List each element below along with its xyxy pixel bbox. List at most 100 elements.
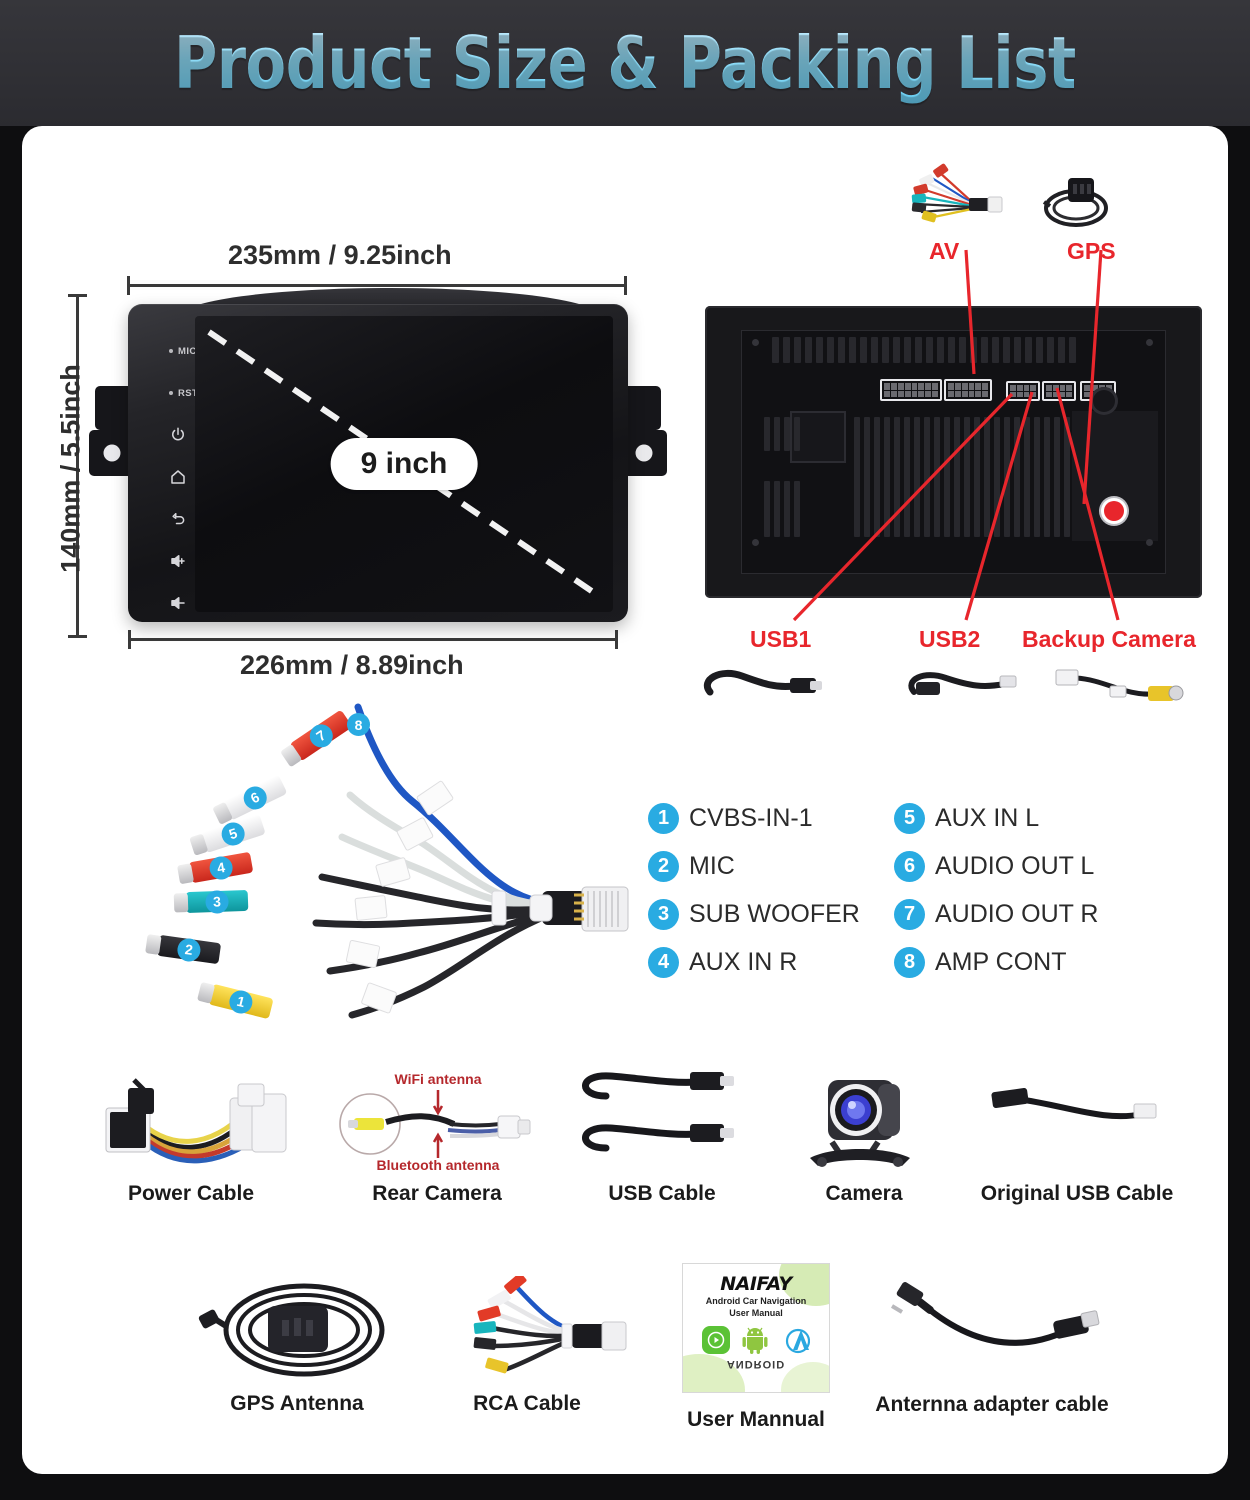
- gps-antenna-image: [182, 1276, 412, 1386]
- usb-cable-image: [562, 1066, 762, 1176]
- legend-badge-3: 3: [648, 898, 679, 930]
- header-bar: Product Size & Packing List: [0, 0, 1250, 126]
- unit-body: MIC RST: [128, 304, 628, 622]
- accessory-gps-antenna: GPS Antenna: [182, 1276, 412, 1417]
- content-card: 235mm / 9.25inch 140mm / 5.5inch 226mm /…: [22, 126, 1228, 1474]
- mic-label: MIC: [178, 345, 197, 357]
- accessory-label-power-cable: Power Cable: [127, 1182, 255, 1205]
- head-unit-front: MIC RST: [89, 288, 667, 628]
- accessory-label-rear-camera: Rear Camera: [372, 1182, 502, 1205]
- android-robot-icon: [742, 1327, 768, 1354]
- harness-badge-2: 2: [176, 936, 202, 963]
- port-usb1[interactable]: [1006, 381, 1040, 401]
- legend-item-7: 7 AUDIO OUT R: [894, 890, 1098, 938]
- legend-item-6: 6 AUDIO OUT L: [894, 842, 1098, 890]
- av-harness-image: [877, 154, 1007, 232]
- callout-label-backup-camera: Backup Camera: [1022, 626, 1196, 652]
- manual-subtitle-line1: Android Car Navigation: [705, 1296, 807, 1306]
- android-auto-icon: [785, 1328, 810, 1354]
- reset-label: RST: [178, 387, 199, 399]
- legend-label-4: AUX IN R: [689, 947, 798, 976]
- back-arrow-icon: [172, 513, 185, 525]
- screw-dot: [1146, 539, 1153, 546]
- accessory-label-user-manual: User Mannual: [687, 1408, 825, 1431]
- height-dimension-line: [68, 294, 87, 638]
- accessory-usb-cable: USB Cable: [562, 1066, 762, 1207]
- touch-screen[interactable]: 9 inch: [195, 316, 613, 612]
- harness-badge-3: 3: [205, 889, 229, 914]
- manual-subtitle-line2: User Manual: [729, 1307, 783, 1318]
- rear-camera-image: WiFi antenna Bluetooth antenna: [322, 1066, 552, 1176]
- legend-item-4: 4 AUX IN R: [648, 938, 860, 986]
- legend-label-6: AUDIO OUT L: [935, 851, 1095, 880]
- back-button[interactable]: [169, 498, 213, 540]
- rear-heatsink-area: [741, 330, 1166, 574]
- heatsink-fins-upper: [764, 417, 800, 451]
- accessory-rear-camera: WiFi antenna Bluetooth antenna: [322, 1066, 552, 1207]
- volume-up-icon: [171, 555, 185, 567]
- mount-bracket-right-lower: [621, 430, 667, 476]
- legend-label-1: CVBS-IN-1: [689, 803, 813, 832]
- camera-image: [774, 1066, 954, 1176]
- power-icon: [172, 427, 184, 441]
- volume-down-button[interactable]: [169, 582, 213, 624]
- port-usb2[interactable]: [1042, 381, 1076, 401]
- legend-badge-5: 5: [894, 802, 925, 834]
- legend-label-2: MIC: [689, 851, 735, 880]
- reset-indicator[interactable]: RST: [169, 372, 213, 414]
- page-title: Product Size & Packing List: [174, 21, 1076, 105]
- port-power-main[interactable]: [880, 379, 942, 401]
- callout-label-av: AV: [929, 238, 960, 264]
- callout-label-usb2: USB2: [919, 626, 981, 652]
- power-cable-image: [76, 1066, 306, 1176]
- accessory-label-rca-cable: RCA Cable: [473, 1392, 581, 1415]
- svg-text:WiFi antenna: WiFi antenna: [395, 1071, 482, 1087]
- heatsink-fins-lower: [764, 481, 800, 537]
- accessory-original-usb-cable: Original USB Cable: [966, 1066, 1188, 1207]
- legend-label-5: AUX IN L: [935, 803, 1040, 832]
- antenna-adapter-cable-image: [872, 1276, 1112, 1386]
- accessory-label-antenna-adapter-cable: Anternna adapter cable: [875, 1393, 1109, 1416]
- mount-bracket-right-upper: [623, 386, 661, 430]
- legend-badge-2: 2: [648, 850, 679, 882]
- vent-strip-top: [772, 337, 1076, 363]
- power-button[interactable]: [169, 414, 213, 456]
- legend-item-5: 5 AUX IN L: [894, 794, 1098, 842]
- head-unit-rear: [705, 306, 1202, 598]
- accessory-user-manual: NAIFAY Android Car Navigation User Manua…: [636, 1263, 876, 1433]
- mount-bracket-left-lower: [89, 430, 135, 476]
- gps-port-marker: [1104, 501, 1124, 521]
- legend-label-7: AUDIO OUT R: [935, 899, 1099, 928]
- manual-cover: NAIFAY Android Car Navigation User Manua…: [682, 1263, 830, 1393]
- accessory-camera: Camera: [774, 1066, 954, 1207]
- callout-label-usb1: USB1: [750, 626, 812, 652]
- legend-badge-1: 1: [648, 802, 679, 834]
- legend-badge-7: 7: [894, 898, 925, 930]
- volume-down-icon: [171, 597, 185, 609]
- port-av[interactable]: [944, 379, 992, 401]
- legend-badge-8: 8: [894, 946, 925, 978]
- home-button[interactable]: [169, 456, 213, 498]
- rca-cable-image: [422, 1272, 632, 1386]
- legend-item-1: 1 CVBS-IN-1: [648, 794, 860, 842]
- legend-badge-4: 4: [648, 946, 679, 978]
- user-manual-image: NAIFAY Android Car Navigation User Manua…: [636, 1263, 876, 1400]
- mount-bracket-left-upper: [95, 386, 133, 430]
- width-dimension-line: [127, 276, 627, 295]
- legend-item-3: 3 SUB WOOFER: [648, 890, 860, 938]
- rca-harness-image: 7 6 5 4 3 2 1: [156, 691, 642, 1041]
- callout-label-gps: GPS: [1067, 238, 1116, 264]
- accessory-label-usb-cable: USB Cable: [608, 1182, 716, 1205]
- volume-up-button[interactable]: [169, 540, 213, 582]
- mic-indicator: MIC: [169, 330, 213, 372]
- antenna-knob[interactable]: [1090, 387, 1118, 415]
- harness-connector-3: 3: [185, 889, 249, 914]
- manual-logo-row: [683, 1326, 829, 1354]
- legend-column-left: 1 CVBS-IN-1 2 MIC 3 SUB WOOFER 4 AUX IN …: [648, 794, 860, 986]
- mic-dot-icon: [169, 349, 173, 353]
- svg-text:Bluetooth antenna: Bluetooth antenna: [377, 1157, 500, 1173]
- android-wordmark: ANDROID: [726, 1358, 786, 1370]
- width-dimension-label: 235mm / 9.25inch: [228, 240, 452, 270]
- right-side-block: [1072, 411, 1158, 541]
